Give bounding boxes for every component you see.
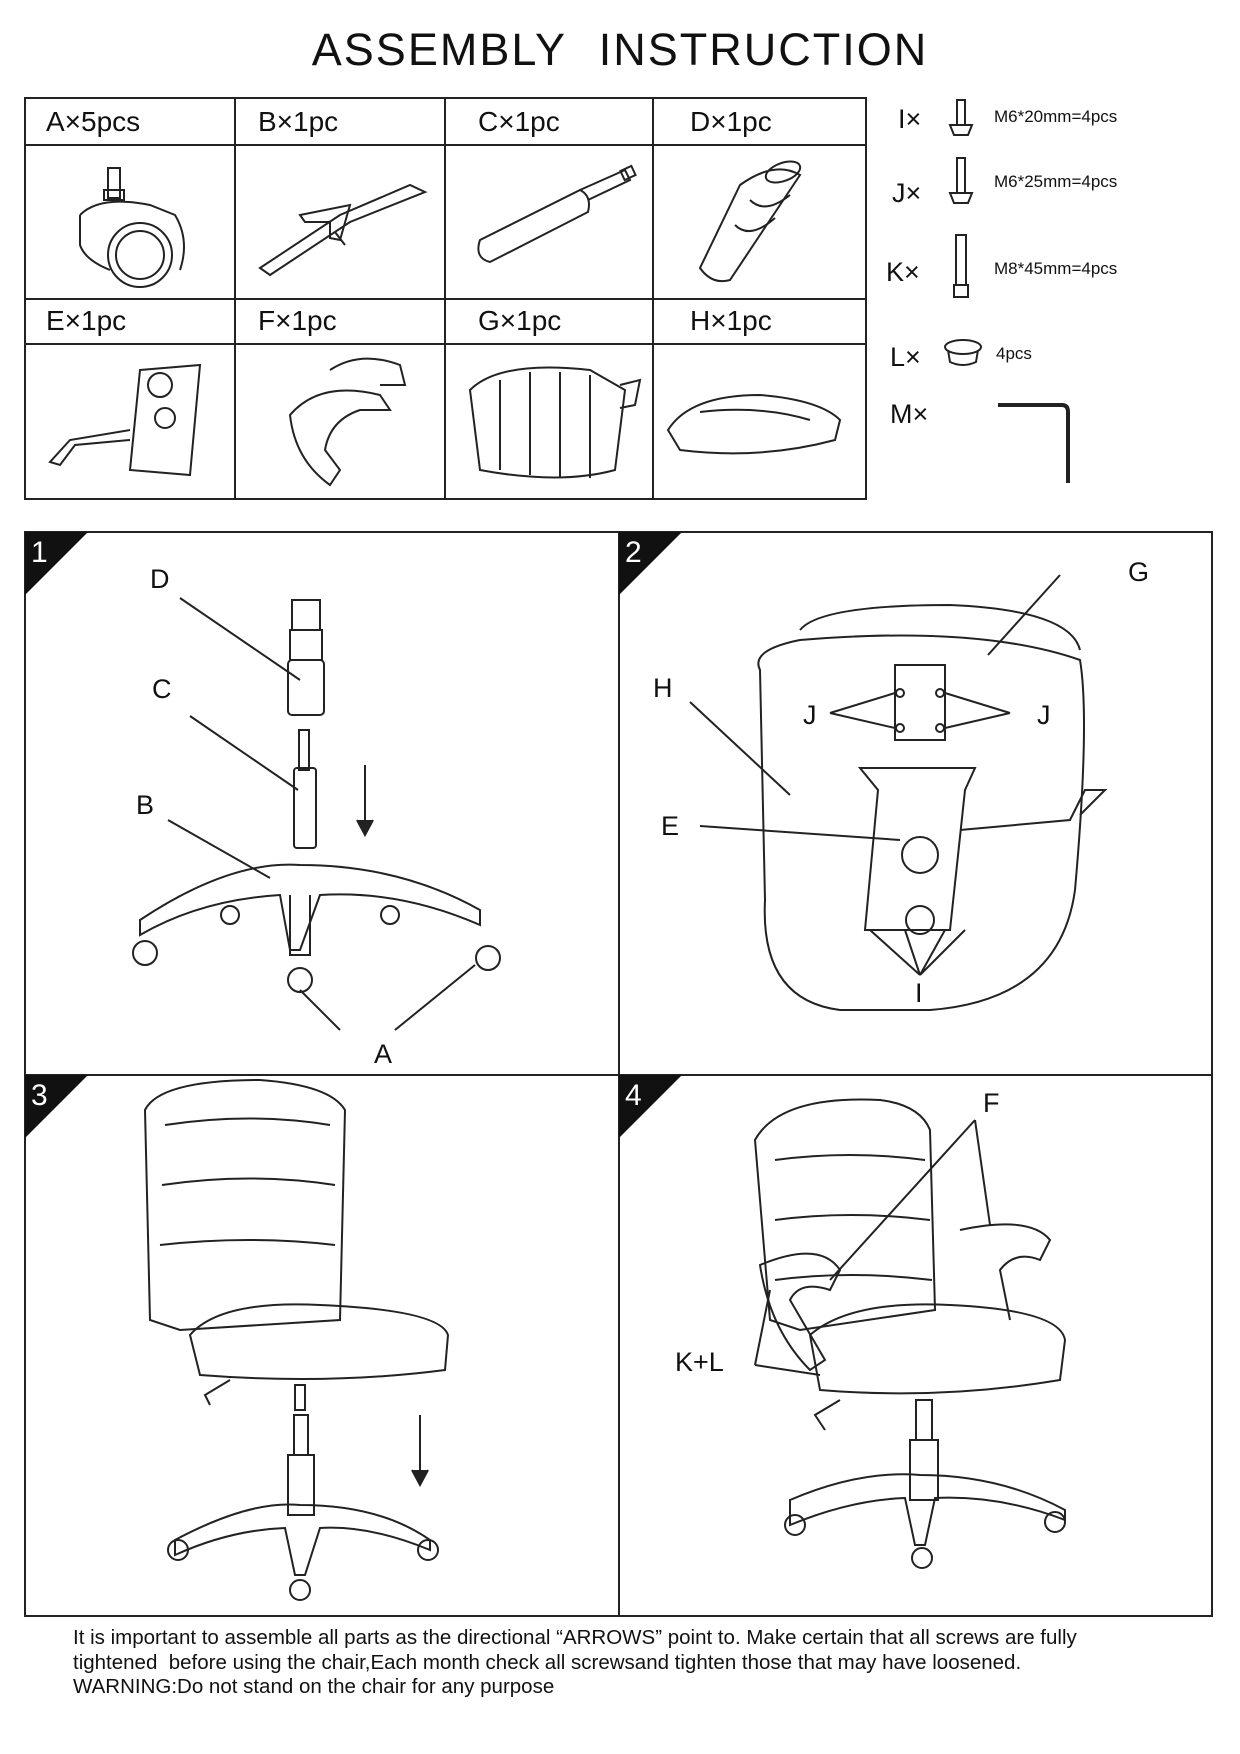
step2-label-j-left: J — [803, 700, 817, 730]
step2-label-h: H — [653, 673, 673, 703]
tilt-mechanism-icon — [48, 363, 202, 477]
step4-label-f: F — [983, 1088, 1000, 1118]
part-a-label: A×5pcs — [46, 106, 141, 137]
hardware-l-label: L× — [890, 342, 921, 372]
part-d-label: D×1pc — [690, 106, 772, 137]
hardware-m-label: M× — [890, 399, 929, 429]
seat-icon — [666, 393, 842, 455]
step-1-number: 1 — [31, 536, 48, 569]
step1-label-b: B — [136, 790, 155, 820]
part-e-label: E×1pc — [46, 305, 127, 336]
part-f-label: F×1pc — [258, 305, 337, 336]
step1-label-d: D — [150, 564, 170, 594]
step2-drawing — [689, 574, 1108, 1011]
hardware-k-spec: M8*45mm=4pcs — [994, 259, 1118, 278]
step1-label-a: A — [374, 1039, 393, 1069]
note-line-1: It is important to assemble all parts as… — [73, 1626, 1077, 1649]
step4-label-k-l: K+L — [675, 1347, 724, 1377]
page-title: ASSEMBLY INSTRUCTION — [311, 24, 929, 75]
hardware-i-label: I× — [898, 104, 922, 134]
step-4-number: 4 — [625, 1079, 642, 1112]
step-corner-tabs — [25, 532, 682, 1138]
step3-drawing — [143, 1078, 450, 1601]
part-h-label: H×1pc — [690, 305, 772, 336]
backrest-icon — [468, 366, 642, 479]
step1-label-c: C — [152, 674, 172, 704]
step2-label-i: I — [915, 978, 923, 1008]
safety-notes: It is important to assemble all parts as… — [73, 1626, 1213, 1700]
steps-grid — [24, 531, 1213, 1617]
step4-drawing — [753, 1098, 1067, 1569]
cap-icon — [944, 339, 982, 366]
step2-label-e: E — [661, 811, 680, 841]
armrests-icon — [288, 357, 407, 487]
hardware-i-spec: M6*20mm=4pcs — [994, 107, 1118, 126]
hardware-j-spec: M6*25mm=4pcs — [994, 172, 1118, 191]
note-line-2: tightened before using the chair,Each mo… — [73, 1650, 1022, 1674]
step2-label-g: G — [1128, 557, 1150, 587]
hardware-j-label: J× — [892, 178, 922, 208]
long-bolt-icon — [953, 234, 969, 298]
gas-lift-cover-icon — [698, 160, 802, 283]
step2-label-j-right: J — [1037, 700, 1051, 730]
screw-icon — [948, 157, 974, 204]
gas-lift-icon — [477, 164, 637, 264]
step-2-number: 2 — [625, 536, 642, 569]
part-c-label: C×1pc — [478, 106, 560, 137]
hardware-l-spec: 4pcs — [996, 344, 1032, 363]
hardware-k-label: K× — [886, 257, 920, 287]
parts-table-grid — [24, 97, 867, 500]
step1-drawing — [132, 597, 501, 1031]
warning-line: WARNING:Do not stand on the chair for an… — [73, 1675, 555, 1698]
part-b-label: B×1pc — [258, 106, 339, 137]
chair-base-icon — [258, 183, 428, 277]
step-3-number: 3 — [31, 1079, 48, 1112]
allen-key-icon — [998, 403, 1070, 483]
caster-wheel-icon — [79, 167, 185, 288]
part-g-label: G×1pc — [478, 305, 562, 336]
short-screw-icon — [948, 99, 974, 136]
